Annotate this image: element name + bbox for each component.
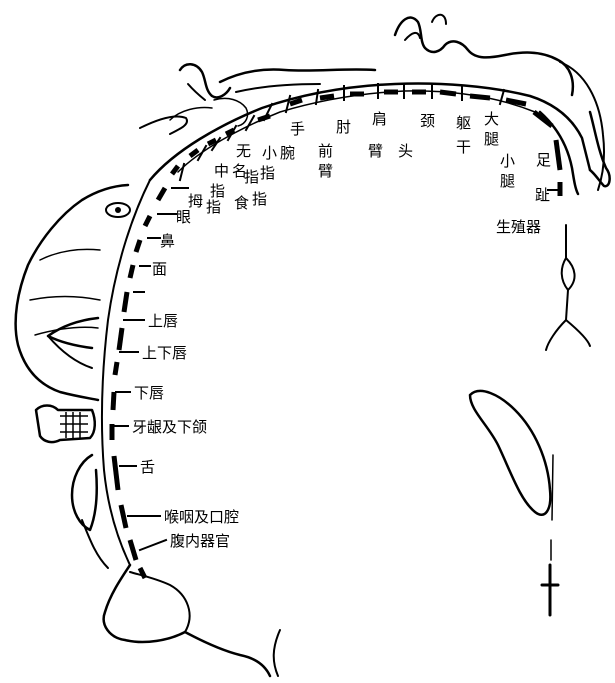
- label-toe: 趾: [535, 186, 550, 204]
- cross-section-figure: [470, 225, 590, 615]
- label-elbow: 肘: [336, 118, 351, 136]
- label-leg-stack: 小 腿: [500, 152, 520, 190]
- label-hand: 手: [290, 120, 305, 138]
- label-neck: 颈: [420, 112, 435, 130]
- label-index-finger-1: 食: [234, 194, 249, 212]
- label-shoulder: 肩: [372, 110, 387, 128]
- label-lips: 上下唇: [142, 344, 187, 362]
- label-leg-2: 腿: [500, 172, 515, 190]
- label-forearm-1: 前: [318, 142, 333, 160]
- label-trunk-2: 干: [456, 138, 471, 156]
- label-forearm: 前 臂: [318, 142, 338, 180]
- label-pharynx-mouth: 喉咽及口腔: [164, 508, 239, 526]
- label-face: 面: [152, 260, 167, 278]
- label-arm: 臂: [368, 142, 383, 160]
- label-thumb-2: 指: [206, 198, 221, 216]
- label-ring-finger-3: 指: [244, 168, 259, 186]
- label-trunk: 躯 干: [456, 114, 476, 156]
- label-middle-finger-1: 中: [214, 162, 229, 180]
- label-ring-finger-1: 无: [236, 142, 251, 160]
- label-tongue: 舌: [140, 458, 155, 476]
- label-wrist: 腕: [280, 144, 295, 162]
- label-foot: 足: [536, 151, 551, 169]
- label-head: 头: [398, 142, 413, 160]
- label-lower-lip: 下唇: [134, 384, 164, 402]
- label-trunk-1: 躯: [456, 114, 471, 132]
- label-eye: 眼: [176, 208, 191, 226]
- label-abdominal-organs: 腹内器官: [170, 532, 230, 550]
- label-thigh-1: 大: [484, 110, 499, 128]
- cortex-outline: [102, 84, 610, 677]
- label-little-finger: 小 指: [260, 144, 282, 182]
- label-index-finger-2: 指: [252, 190, 267, 208]
- body-part-labels: 趾 足 生殖器 躯 干 大 腿 小 腿 颈 头 肩 臂 肘 前 臂 腕 手 小 …: [132, 110, 551, 550]
- label-forearm-2: 臂: [318, 162, 333, 180]
- label-thigh: 大 腿: [484, 110, 504, 148]
- label-teeth-gums-jaw: 牙龈及下颌: [132, 418, 207, 436]
- label-upper-lip: 上唇: [148, 312, 178, 330]
- label-ring-finger: 无 名 指: [232, 142, 259, 186]
- label-little-finger-2: 指: [260, 164, 275, 182]
- label-thigh-2: 腿: [484, 130, 499, 148]
- label-genitals: 生殖器: [496, 218, 541, 236]
- label-leg-1: 小: [500, 152, 515, 170]
- label-nose: 鼻: [160, 232, 175, 250]
- label-little-finger-1: 小: [262, 144, 277, 162]
- label-middle-finger: 中 指: [210, 162, 234, 200]
- label-index-finger: 食 指: [234, 190, 267, 212]
